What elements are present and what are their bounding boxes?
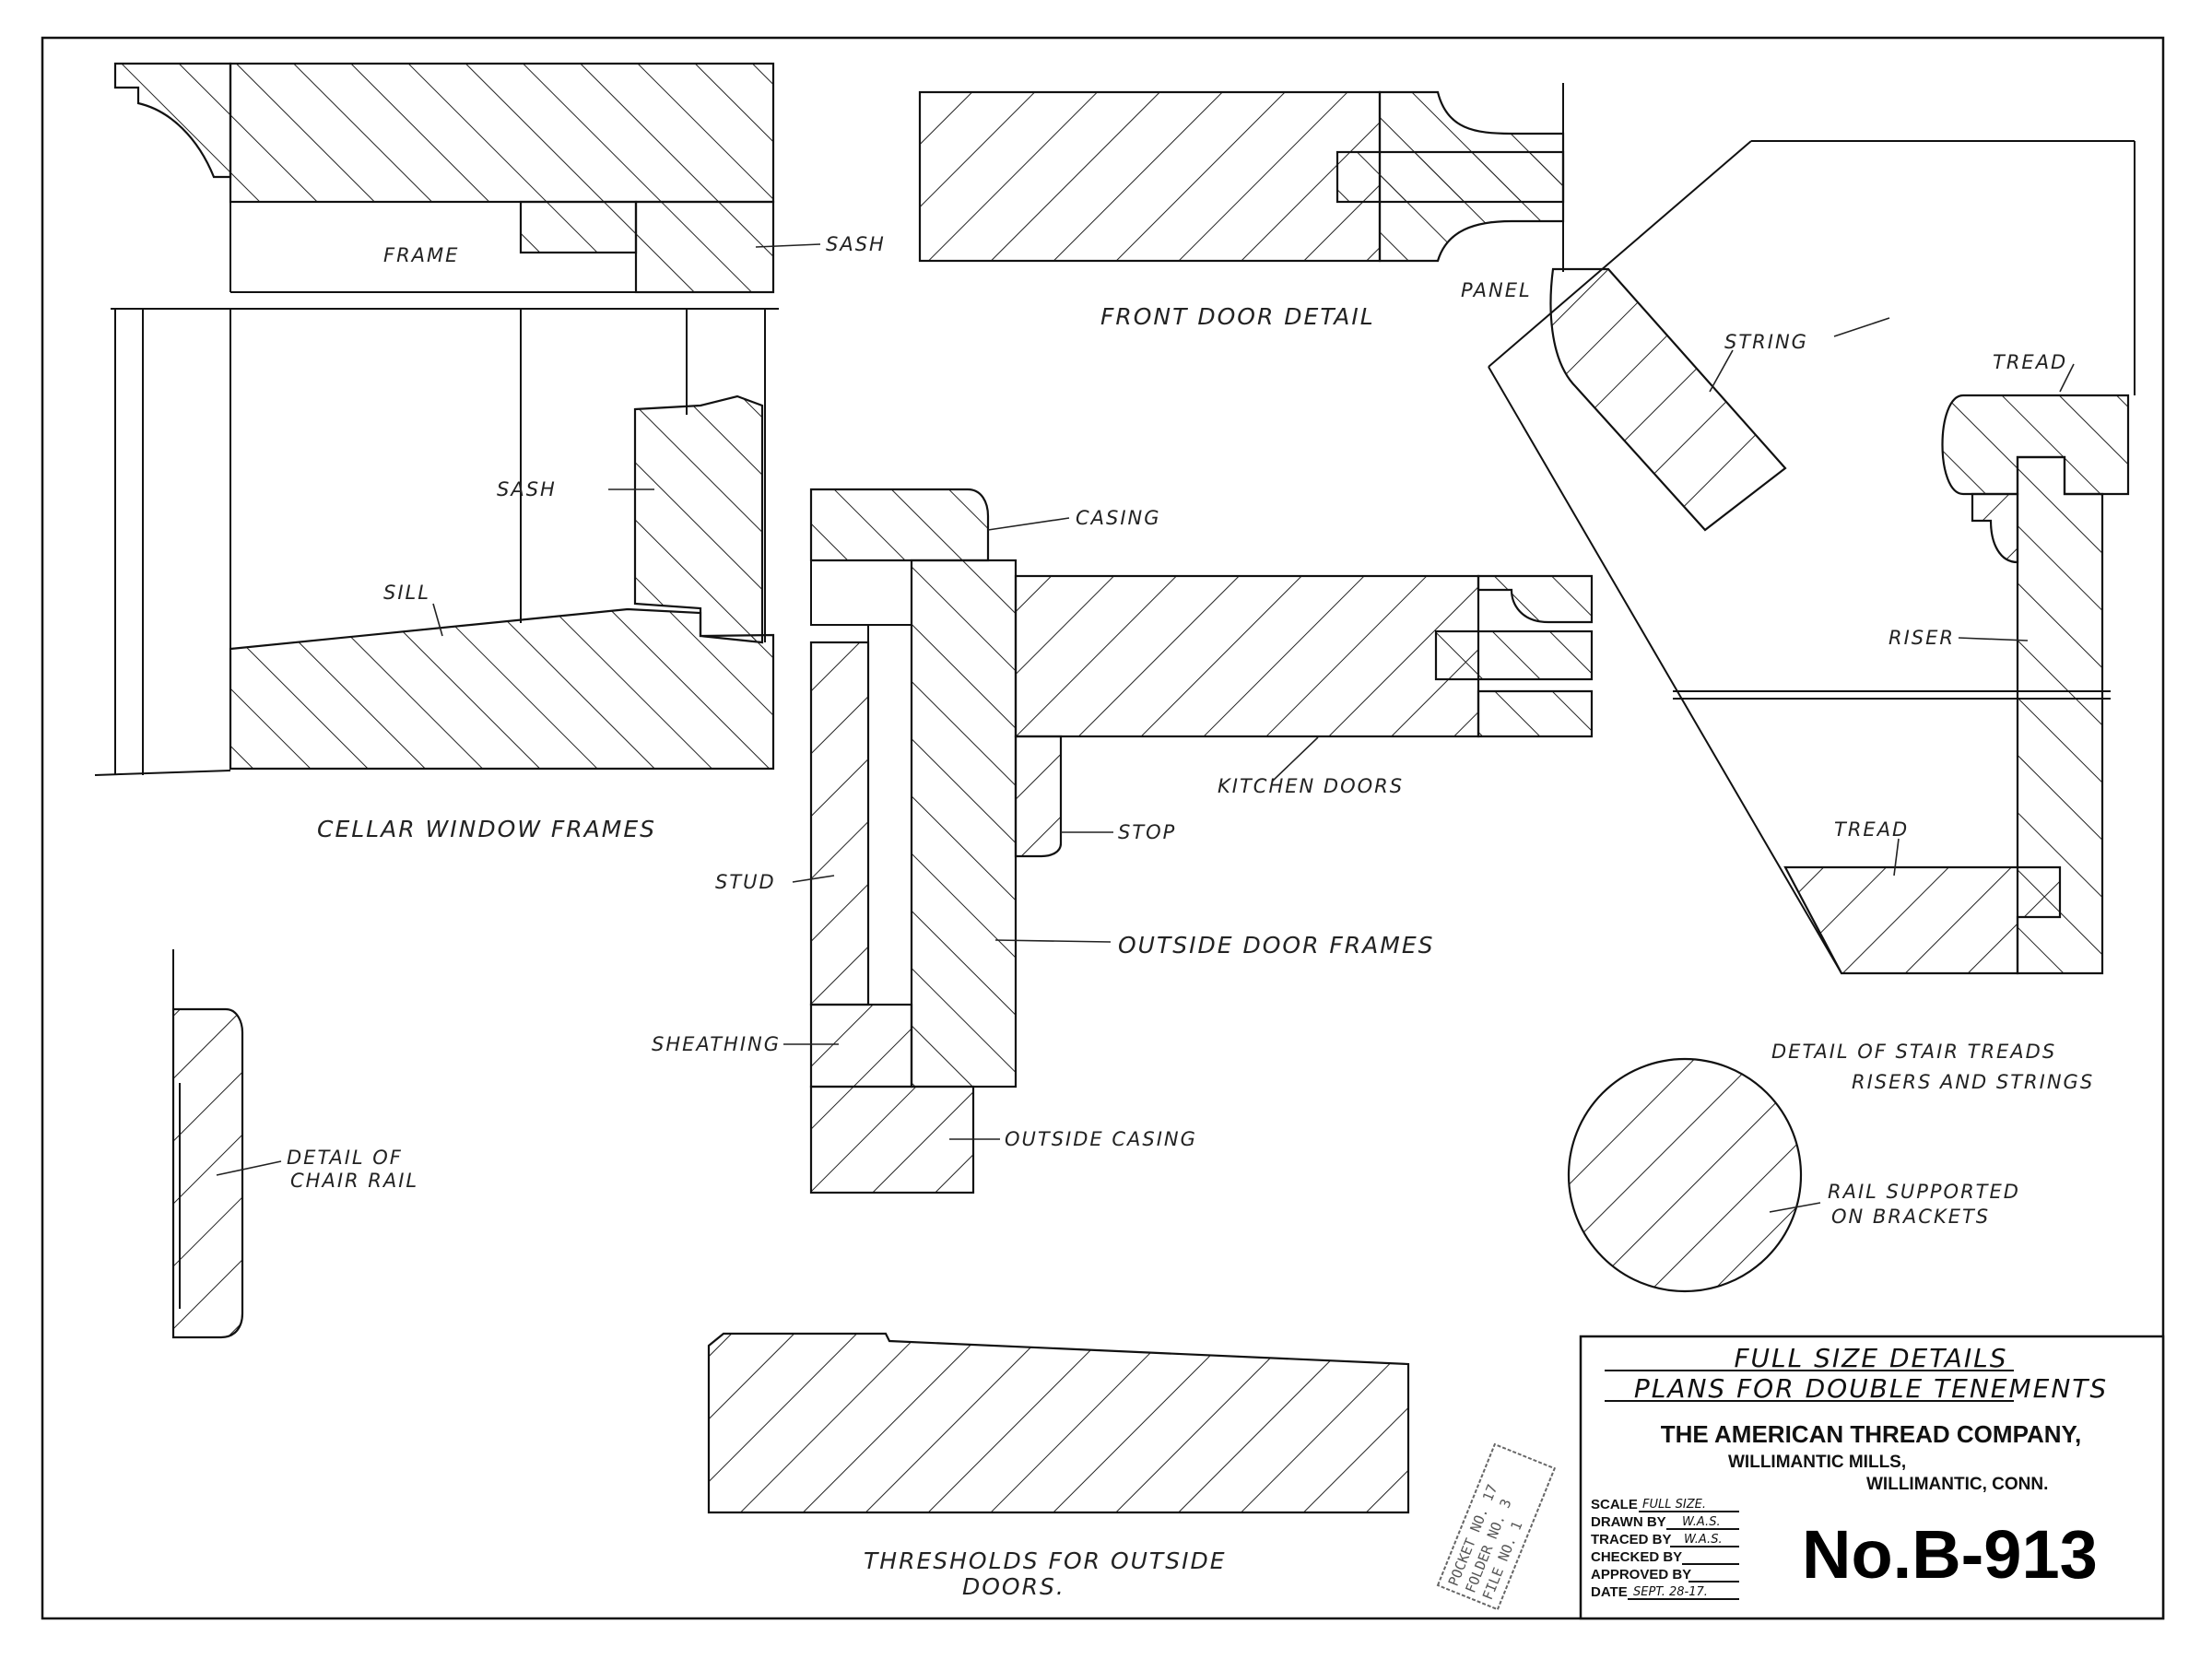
title-line-2: PLANS FOR DOUBLE TENEMENTS (1634, 1373, 2108, 1404)
label-cellar-window-frames: CELLAR WINDOW FRAMES (317, 816, 656, 842)
label-frame: FRAME (383, 244, 459, 266)
label-stud: STUD (715, 871, 776, 893)
threshold-section (707, 1332, 1410, 1514)
label-sill: SILL (383, 582, 430, 604)
label-riser: RISER (1888, 627, 1955, 649)
stair-treads-risers-strings-detail (1488, 140, 2136, 975)
cellar-window-frames-detail (94, 62, 779, 776)
title-line-1: FULL SIZE DETAILS (1734, 1343, 2007, 1373)
label-stair-detail-2: RISERS AND STRINGS (1852, 1071, 2094, 1093)
title-block: FULL SIZE DETAILS PLANS FOR DOUBLE TENEM… (1579, 1335, 2165, 1620)
field-scale-value: FULL SIZE. (1642, 1498, 1706, 1512)
title-fields: SCALE FULL SIZE. DRAWN BY W.A.S. TRACED … (1591, 1497, 1739, 1600)
sheet-border (41, 36, 2165, 1620)
labels: FRAME SASH FRONT DOOR DETAIL PANEL STRIN… (287, 233, 2094, 1600)
outside-door-frames-detail (809, 488, 1594, 1194)
label-chair-rail-2: CHAIR RAIL (290, 1170, 418, 1192)
label-outside-door-frames: OUTSIDE DOOR FRAMES (1118, 932, 1435, 959)
label-rail-2: ON BRACKETS (1831, 1206, 1990, 1228)
field-date-value: SEPT. 28-17. (1633, 1585, 1708, 1599)
label-thresholds-1: THRESHOLDS FOR OUTSIDE (864, 1547, 1227, 1574)
field-date-label: DATE (1591, 1584, 1628, 1600)
label-thresholds-2: DOORS. (962, 1573, 1065, 1600)
company-location: WILLIMANTIC, CONN. (1866, 1475, 2048, 1494)
drawing-number: No.B-913 (1802, 1516, 2098, 1593)
company-mills: WILLIMANTIC MILLS, (1728, 1453, 1906, 1472)
file-stamp: POCKET NO. 17 FOLDER NO. 3 FILE NO. 1 (1436, 1442, 1557, 1611)
label-front-door-detail: FRONT DOOR DETAIL (1100, 303, 1375, 330)
field-traced-by-value: W.A.S. (1684, 1533, 1723, 1547)
field-checked-by-label: CHECKED BY (1591, 1549, 1682, 1565)
field-drawn-by-label: DRAWN BY (1591, 1514, 1666, 1530)
label-outside-casing: OUTSIDE CASING (1005, 1128, 1197, 1150)
label-kitchen-doors: KITCHEN DOORS (1218, 775, 1404, 797)
field-traced-by-label: TRACED BY (1591, 1532, 1672, 1547)
field-approved-by-label: APPROVED BY (1591, 1567, 1691, 1583)
label-tread-bottom: TREAD (1834, 818, 1909, 841)
label-sheathing: SHEATHING (652, 1033, 781, 1055)
label-sash-top: SASH (826, 233, 886, 255)
label-stop: STOP (1118, 821, 1176, 843)
label-casing: CASING (1076, 507, 1161, 529)
chair-rail-detail (171, 949, 244, 1339)
label-rail-1: RAIL SUPPORTED (1828, 1181, 2020, 1203)
rail-section (1567, 1057, 1803, 1293)
label-chair-rail-1: DETAIL OF (287, 1147, 403, 1169)
company-name: THE AMERICAN THREAD COMPANY, (1661, 1420, 2081, 1448)
leader-lines (216, 243, 2075, 1213)
field-drawn-by-value: W.A.S. (1682, 1515, 1721, 1529)
label-sash: SASH (497, 478, 557, 500)
label-panel: PANEL (1461, 279, 1532, 301)
label-string: STRING (1724, 331, 1808, 353)
front-door-detail (918, 83, 1565, 272)
label-tread-top: TREAD (1993, 351, 2067, 373)
label-stair-detail-1: DETAIL OF STAIR TREADS (1771, 1041, 2056, 1063)
field-scale-label: SCALE (1591, 1497, 1638, 1512)
